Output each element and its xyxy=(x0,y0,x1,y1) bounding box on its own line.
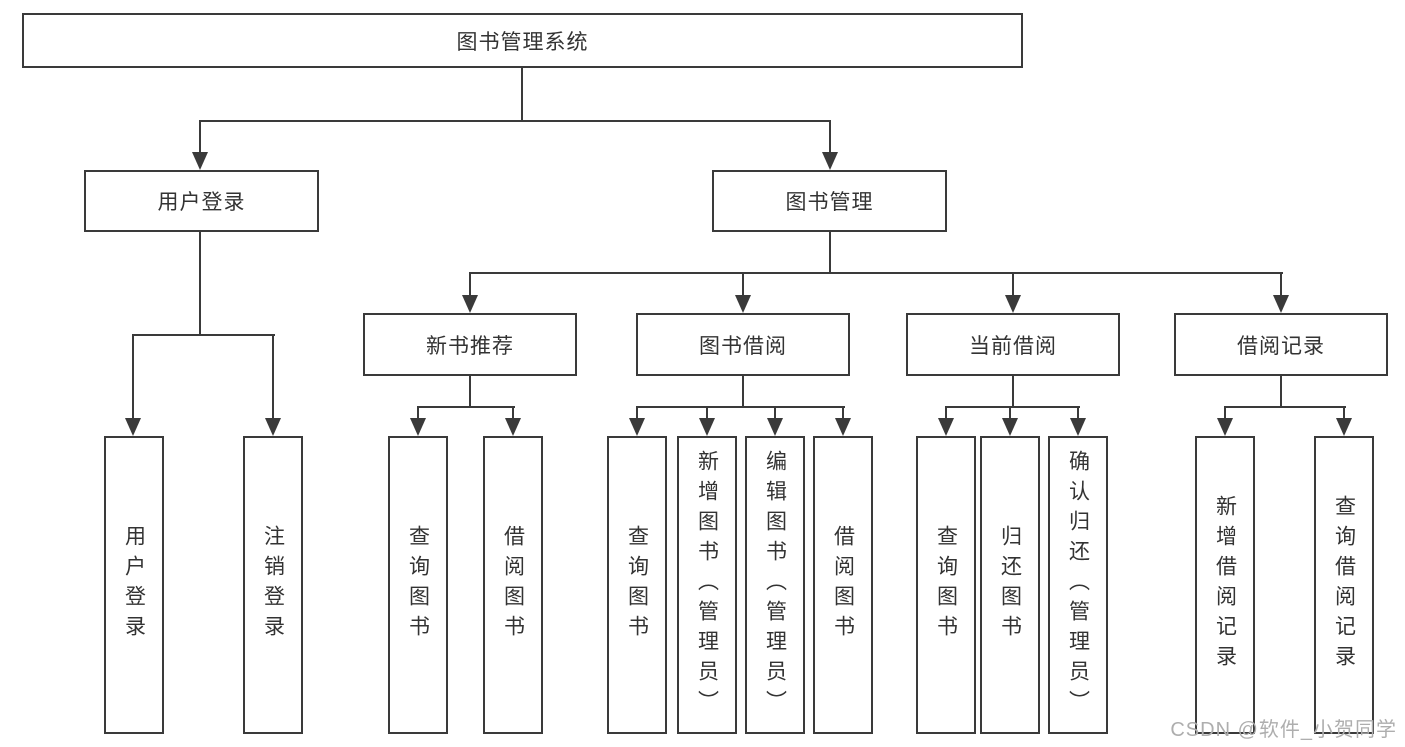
node-user-login: 用户登录 xyxy=(84,170,319,232)
leaf-query-books-current-label: 查询图书 xyxy=(934,525,958,645)
connector-new-book-stem xyxy=(469,376,471,408)
leaf-borrow-books: 借阅图书 xyxy=(813,436,873,734)
arrowhead-new-book xyxy=(462,295,478,313)
connector-bb-leaf2 xyxy=(706,406,708,420)
connector-br-leaf2 xyxy=(1343,406,1345,420)
connector-book-borrow-branch xyxy=(636,406,845,408)
node-book-management: 图书管理 xyxy=(712,170,947,232)
arrowhead-bb-leaf3 xyxy=(767,418,783,436)
arrowhead-leaf-logout xyxy=(265,418,281,436)
arrowhead-borrow-records xyxy=(1273,295,1289,313)
connector-current-borrow-stem xyxy=(1012,376,1014,408)
leaf-add-borrow-record-label: 新增借阅记录 xyxy=(1213,495,1237,675)
leaf-user-login: 用户登录 xyxy=(104,436,164,734)
arrowhead-cb-leaf3 xyxy=(1070,418,1086,436)
leaf-return-book-label: 归还图书 xyxy=(998,525,1022,645)
connector-to-current-borrow xyxy=(1012,272,1014,296)
leaf-add-book-admin: 新增图书（管理员） xyxy=(677,436,737,734)
connector-to-book-mgmt xyxy=(829,120,831,155)
leaf-logout-label: 注销登录 xyxy=(261,525,285,645)
node-current-borrow: 当前借阅 xyxy=(906,313,1120,376)
connector-cb-leaf2 xyxy=(1009,406,1011,420)
leaf-borrow-books-label: 借阅图书 xyxy=(831,525,855,645)
leaf-query-books-borrow: 查询图书 xyxy=(607,436,667,734)
arrowhead-leaf-login xyxy=(125,418,141,436)
connector-l3-branch xyxy=(469,272,1283,274)
node-new-book-recommend: 新书推荐 xyxy=(363,313,577,376)
arrowhead-user-login xyxy=(192,152,208,170)
connector-to-borrow-records xyxy=(1280,272,1282,296)
leaf-add-borrow-record: 新增借阅记录 xyxy=(1195,436,1255,734)
leaf-confirm-return-admin: 确认归还（管理员） xyxy=(1048,436,1108,734)
arrowhead-bb-leaf2 xyxy=(699,418,715,436)
arrowhead-nb-leaf2 xyxy=(505,418,521,436)
connector-cb-leaf3 xyxy=(1077,406,1079,420)
leaf-borrow-books-recommend: 借阅图书 xyxy=(483,436,543,734)
connector-to-leaf-login xyxy=(132,334,134,418)
connector-to-new-book xyxy=(469,272,471,296)
connector-to-user-login xyxy=(199,120,201,155)
arrowhead-br-leaf1 xyxy=(1217,418,1233,436)
connector-br-leaf1 xyxy=(1224,406,1226,420)
arrowhead-br-leaf2 xyxy=(1336,418,1352,436)
connector-user-login-stem xyxy=(199,232,201,336)
node-book-borrow: 图书借阅 xyxy=(636,313,850,376)
leaf-confirm-return-admin-label: 确认归还（管理员） xyxy=(1066,450,1090,720)
connector-current-borrow-branch xyxy=(945,406,1080,408)
connector-root-stem xyxy=(521,68,523,122)
arrowhead-book-mgmt xyxy=(822,152,838,170)
arrowhead-book-borrow xyxy=(735,295,751,313)
leaf-edit-book-admin: 编辑图书（管理员） xyxy=(745,436,805,734)
watermark: CSDN @软件_小贺同学 xyxy=(1170,719,1397,741)
connector-to-leaf-logout xyxy=(272,334,274,418)
arrowhead-cb-leaf2 xyxy=(1002,418,1018,436)
arrowhead-bb-leaf4 xyxy=(835,418,851,436)
leaf-query-books-recommend: 查询图书 xyxy=(388,436,448,734)
leaf-borrow-books-recommend-label: 借阅图书 xyxy=(501,525,525,645)
connector-borrow-records-branch xyxy=(1224,406,1346,408)
leaf-edit-book-admin-label: 编辑图书（管理员） xyxy=(763,450,787,720)
leaf-user-login-label: 用户登录 xyxy=(122,525,146,645)
arrowhead-current-borrow xyxy=(1005,295,1021,313)
connector-user-login-branch xyxy=(132,334,275,336)
connector-bb-leaf3 xyxy=(774,406,776,420)
arrowhead-bb-leaf1 xyxy=(629,418,645,436)
connector-bb-leaf4 xyxy=(842,406,844,420)
leaf-query-books-borrow-label: 查询图书 xyxy=(625,525,649,645)
connector-borrow-records-stem xyxy=(1280,376,1282,408)
node-borrow-records: 借阅记录 xyxy=(1174,313,1388,376)
connector-book-mgmt-stem xyxy=(829,232,831,274)
leaf-query-borrow-record: 查询借阅记录 xyxy=(1314,436,1374,734)
leaf-query-books-recommend-label: 查询图书 xyxy=(406,525,430,645)
connector-bb-leaf1 xyxy=(636,406,638,420)
connector-nb-leaf1 xyxy=(417,406,419,420)
connector-l2-branch xyxy=(199,120,831,122)
node-root: 图书管理系统 xyxy=(22,13,1023,68)
arrowhead-cb-leaf1 xyxy=(938,418,954,436)
connector-to-book-borrow xyxy=(742,272,744,296)
leaf-query-books-current: 查询图书 xyxy=(916,436,976,734)
leaf-return-book: 归还图书 xyxy=(980,436,1040,734)
connector-nb-leaf2 xyxy=(512,406,514,420)
connector-cb-leaf1 xyxy=(945,406,947,420)
arrowhead-nb-leaf1 xyxy=(410,418,426,436)
connector-new-book-branch xyxy=(417,406,515,408)
leaf-query-borrow-record-label: 查询借阅记录 xyxy=(1332,495,1356,675)
leaf-logout: 注销登录 xyxy=(243,436,303,734)
connector-book-borrow-stem xyxy=(742,376,744,408)
leaf-add-book-admin-label: 新增图书（管理员） xyxy=(695,450,719,720)
